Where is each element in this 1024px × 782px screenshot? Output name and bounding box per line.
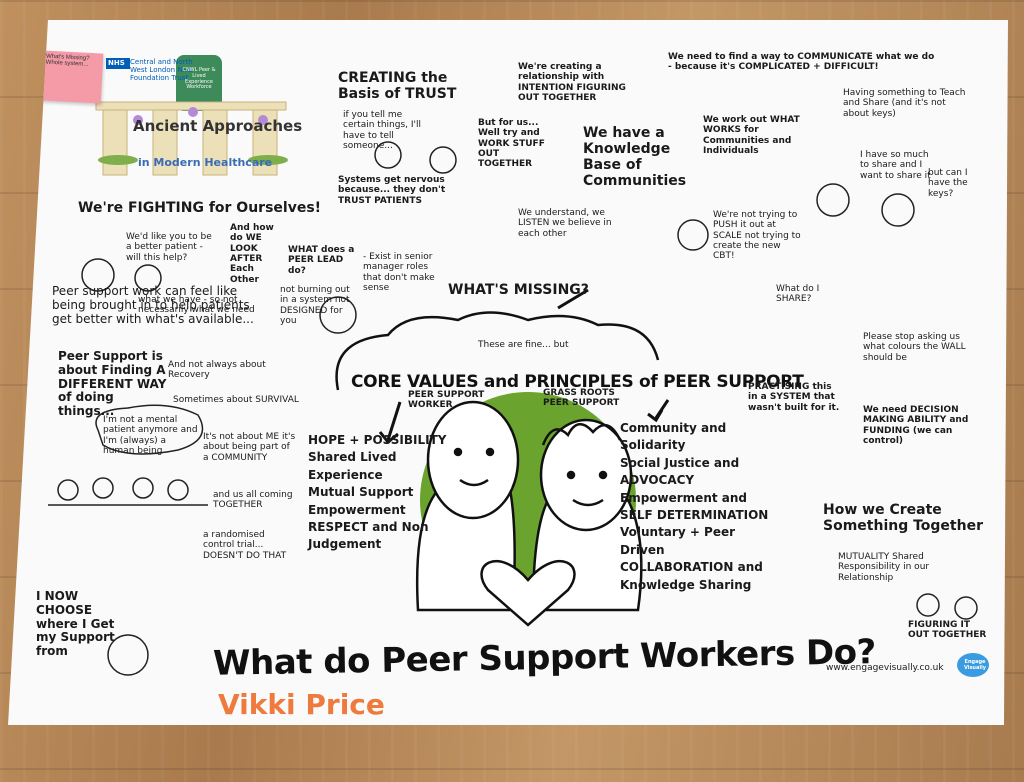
left-values-list: HOPE + POSSIBILITY Shared Lived Experien… (308, 432, 448, 554)
recovery-note: And not always about Recovery (168, 360, 266, 381)
logo-title: Ancient Approaches (133, 117, 303, 135)
right-values-list: Community and Solidarity Social Justice … (620, 420, 770, 594)
peer-lead-note: WHAT does a PEER LEAD do? (288, 245, 355, 276)
right-value-item: COLLABORATION and Knowledge Sharing (620, 560, 763, 592)
poster-sheet: What's Missing? Whole system... Central … (8, 20, 1008, 725)
flowers (133, 107, 268, 125)
right-value-item: Community and Solidarity (620, 421, 727, 453)
sticky-note: What's Missing? Whole system... (40, 50, 104, 104)
decision-note: We need DECISION MAKING ABILITY and FUND… (863, 405, 969, 447)
whats-missing-heading: WHAT'S MISSING? (448, 282, 589, 298)
what-works-note: We work out WHAT WORKS for Communities a… (703, 115, 800, 157)
nhs-logo (106, 58, 130, 69)
leaves (98, 155, 288, 165)
better-patient-note: We'd like you to be a better patient - w… (126, 232, 212, 263)
poster-illustrations (48, 55, 989, 677)
sketch-figures (48, 141, 978, 676)
not-burning-note: not burning out in a system not DESIGNED… (280, 285, 350, 327)
survival-note: Sometimes about SURVIVAL (173, 395, 299, 405)
author-name: Vikki Price (218, 688, 385, 721)
relationship-note: We're creating a relationship with INTEN… (518, 62, 626, 104)
what-share-note: What do I SHARE? (776, 284, 820, 305)
logo-subtitle: in Modern Healthcare (138, 156, 273, 169)
communicate-note: We need to find a way to COMMUNICATE wha… (668, 52, 935, 73)
cnwl-badge (176, 55, 222, 111)
psw-label: PEER SUPPORT WORKER (408, 390, 485, 411)
teach-share-note: Having something to Teach and Share (and… (843, 88, 966, 119)
if-you-tell-note: if you tell me certain things, I'll have… (343, 110, 421, 152)
figuring-note: FIGURING IT OUT TOGETHER (908, 620, 987, 641)
what-we-have-note: what we have - so not necessarily what w… (138, 295, 255, 316)
pillars-illustration (95, 101, 287, 176)
left-value-item: Shared Lived Experience (308, 450, 397, 482)
so-much-note: I have so much to share and I want to sh… (860, 150, 931, 181)
cnwl-text: CNWL Peer & Lived Experience Workforce (182, 67, 216, 91)
create-together-heading: How we Create Something Together (823, 502, 983, 535)
look-after-note: And how do WE LOOK AFTER Each Other (230, 223, 274, 285)
website-text: www.engagevisually.co.uk (826, 663, 944, 673)
knowledge-base-note: We have a Knowledge Base of Communities (583, 125, 687, 190)
arrows (378, 288, 670, 445)
core-values-heading: CORE VALUES and PRINCIPLES of PEER SUPPO… (351, 372, 804, 392)
peer-support-work-note: Peer support work can feel like being br… (52, 284, 254, 326)
trust-basis-heading: CREATING the Basis of TRUST (338, 70, 457, 103)
right-value-item: Voluntary + Peer Driven (620, 525, 736, 557)
left-value-item: Empowerment (308, 502, 406, 517)
nhs-text: NHS (108, 59, 125, 67)
not-mental-patient-note: I'm not a mental patient anymore and I'm… (103, 415, 198, 457)
stop-asking-note: Please stop asking us what colours the W… (863, 332, 966, 363)
thought-cloud (335, 311, 660, 391)
different-way-note: Peer Support is about Finding A DIFFEREN… (58, 349, 167, 419)
systems-nervous-note: Systems get nervous because... they don'… (338, 175, 446, 206)
not-about-me-note: It's not about ME it's about being part … (203, 432, 296, 463)
keys-note: but can I have the keys? (928, 168, 968, 199)
fighting-note: We're FIGHTING for Ourselves! (78, 200, 322, 216)
exist-note: - Exist in senior manager roles that don… (363, 252, 435, 294)
left-value-item: HOPE + POSSIBILITY (308, 433, 447, 447)
engage-logo-text: Engage Visually (963, 659, 987, 671)
not-trying-note: We're not trying to PUSH it out at SCALE… (713, 210, 801, 262)
but-for-us-note: But for us... Well try and WORK STUFF OU… (478, 118, 545, 170)
right-value-item: Empowerment and SELF DETERMINATION (620, 490, 769, 522)
practising-note: PRACTISING this in a SYSTEM that wasn't … (748, 382, 840, 413)
randomised-note: a randomised control trial... DOESN'T DO… (203, 530, 287, 561)
left-value-item: RESPECT and Non Judgement (308, 519, 429, 552)
coming-together-note: and us all coming TOGETHER (213, 490, 293, 511)
trust-name: Central and North West London NHS Founda… (130, 58, 193, 83)
choose-note: I NOW CHOOSE where I Get my Support from (36, 589, 115, 659)
grass-roots-label: GRASS ROOTS PEER SUPPORT (543, 388, 620, 409)
we-understand-note: We understand, we LISTEN we believe in e… (518, 208, 612, 239)
engage-visually-logo (957, 653, 989, 677)
heart-shape (480, 559, 576, 627)
right-value-item: Social Justice and ADVOCACY (620, 455, 740, 488)
left-value-item: Mutual Support (308, 485, 414, 500)
mutuality-note: MUTUALITY Shared Responsibility in our R… (838, 552, 930, 583)
fine-but-note: These are fine... but (478, 340, 569, 350)
